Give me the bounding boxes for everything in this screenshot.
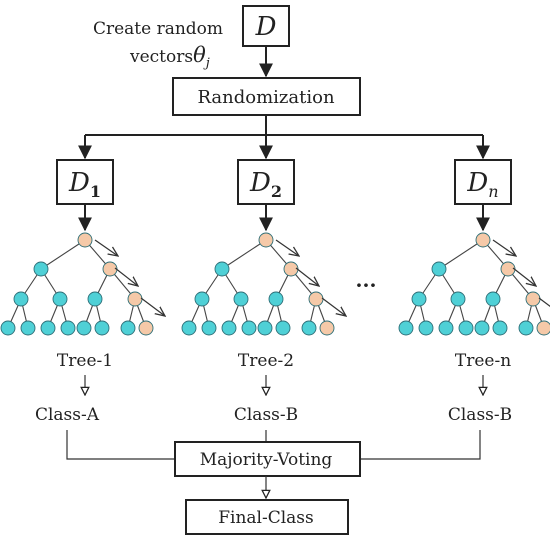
decision-path-arrow — [321, 297, 346, 316]
decision-path-arrow — [114, 267, 138, 286]
tree-node — [120, 320, 136, 336]
tree-node — [94, 320, 110, 336]
subset-box-2 — [237, 159, 295, 205]
tree-node-path — [283, 261, 299, 277]
tree-node — [0, 320, 16, 336]
tree-node — [458, 320, 474, 336]
final-class-box — [185, 499, 349, 535]
decision-path-arrow — [140, 297, 165, 316]
tree-node — [268, 291, 284, 307]
tree-node-path — [102, 261, 118, 277]
tree-node-path — [77, 232, 93, 248]
tree-node — [181, 320, 197, 336]
tree-node — [257, 320, 273, 336]
tree-node-path — [500, 261, 516, 277]
decision-tree-1 — [0, 232, 165, 336]
tree-node — [87, 291, 103, 307]
tree-node — [33, 261, 49, 277]
tree-node — [418, 320, 434, 336]
tree-node — [518, 320, 534, 336]
dataset-label: D — [255, 12, 277, 42]
tree-node — [492, 320, 508, 336]
subset-label-n: Dn — [466, 168, 498, 201]
decision-path-arrow — [295, 267, 319, 286]
tree-node-path — [127, 291, 143, 307]
tree-node-path — [138, 320, 154, 336]
tree-node-path — [308, 291, 324, 307]
tree-node — [214, 261, 230, 277]
decision-path-arrow — [94, 239, 118, 256]
tree-node-path — [525, 291, 541, 307]
tree-node — [474, 320, 490, 336]
subset-label-2: D2 — [249, 168, 282, 201]
tree-node — [20, 320, 36, 336]
tree-node-path — [536, 320, 550, 336]
decision-tree-2 — [181, 232, 346, 336]
connector-class1-to-voting — [66, 430, 175, 460]
tree-node — [301, 320, 317, 336]
tree-node — [438, 320, 454, 336]
connector-classn-to-voting — [360, 430, 481, 460]
ellipsis: ··· — [356, 273, 377, 297]
tree-node — [221, 320, 237, 336]
tree-label-n: Tree-n — [455, 351, 511, 371]
class-label-2: Class-B — [234, 405, 298, 425]
tree-node — [241, 320, 257, 336]
tree-node-path — [475, 232, 491, 248]
subset-box-n — [454, 159, 512, 205]
tree-node — [194, 291, 210, 307]
tree-node — [450, 291, 466, 307]
subset-box-1 — [56, 159, 114, 205]
tree-edge — [40, 239, 86, 270]
tree-node — [76, 320, 92, 336]
class-label-1: Class-A — [35, 405, 100, 425]
top-note-line2: vectorsθj — [129, 43, 210, 71]
decision-path-arrow — [492, 239, 516, 256]
decision-path-arrow — [512, 267, 536, 286]
tree-node — [60, 320, 76, 336]
tree-node — [201, 320, 217, 336]
tree-node-path — [258, 232, 274, 248]
tree-node-path — [319, 320, 335, 336]
subset-label-1: D1 — [68, 168, 101, 201]
tree-edge — [438, 239, 484, 270]
majority-voting-box — [174, 441, 361, 477]
final-class-label: Final-Class — [218, 508, 314, 528]
top-note-line1: Create random — [93, 19, 223, 39]
decision-tree-n — [398, 232, 550, 336]
tree-label-2: Tree-2 — [238, 351, 294, 371]
decision-path-arrow — [275, 239, 299, 256]
tree-node — [233, 291, 249, 307]
tree-node — [275, 320, 291, 336]
tree-node — [431, 261, 447, 277]
randomization-label: Randomization — [197, 87, 335, 108]
tree-label-1: Tree-1 — [57, 351, 113, 371]
tree-edge — [221, 239, 267, 270]
tree-node — [13, 291, 29, 307]
randomization-box — [172, 77, 361, 116]
decision-path-arrow — [538, 297, 550, 307]
tree-node — [485, 291, 501, 307]
class-label-n: Class-B — [448, 405, 512, 425]
tree-node — [411, 291, 427, 307]
tree-node — [52, 291, 68, 307]
tree-node — [40, 320, 56, 336]
majority-voting-label: Majority-Voting — [200, 450, 333, 470]
tree-node — [398, 320, 414, 336]
